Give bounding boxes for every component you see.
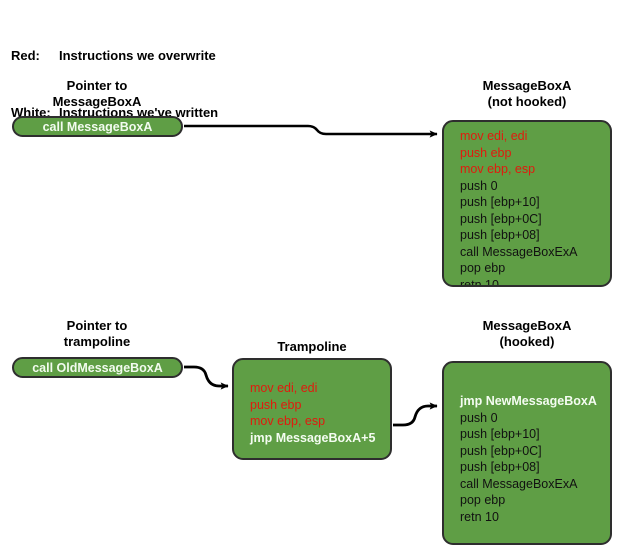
trampoline-box: mov edi, edi push ebp mov ebp, esp jmp M… (232, 358, 392, 460)
trampoline-caption: Trampoline (232, 339, 392, 355)
code-line: push [ebp+0C] (460, 443, 542, 458)
arrow-pointer-to-messageboxa (184, 124, 438, 138)
messageboxa-hooked-code: jmp NewMessageBoxA push 0 push [ebp+10] … (460, 393, 606, 525)
pointer-pill-label: call MessageBoxA (42, 119, 153, 134)
code-line: call MessageBoxExA (460, 244, 578, 259)
code-line: retn 10 (460, 277, 499, 287)
code-line: pop ebp (460, 261, 506, 275)
pointer-pill-call-messageboxa[interactable]: call MessageBoxA (12, 116, 183, 137)
code-line: push [ebp+08] (460, 460, 540, 474)
code-line: mov ebp, esp (250, 414, 326, 428)
pointer-to-trampoline-caption: Pointer to trampoline (11, 318, 183, 350)
code-line: push [ebp+10] (460, 195, 540, 209)
code-line: push [ebp+0C] (460, 211, 542, 226)
legend-text-red: Instructions we overwrite (59, 48, 216, 63)
code-line: push 0 (460, 410, 498, 425)
trampoline-code: mov edi, edi push ebp mov ebp, esp jmp M… (250, 380, 386, 446)
pointer-caption-line2: MessageBoxA (52, 94, 142, 109)
code-line: push [ebp+08] (460, 228, 540, 242)
arrow-pointer-to-trampoline (184, 365, 229, 390)
pointer-pill-call-oldmessageboxa[interactable]: call OldMessageBoxA (12, 357, 183, 378)
pointer-caption-line1: Pointer to (66, 78, 128, 93)
code-line: push [ebp+10] (460, 427, 540, 441)
trampoline-pointer-caption-line2: trampoline (63, 334, 131, 349)
pointer-to-messageboxa-caption: Pointer to MessageBoxA (11, 78, 183, 110)
messageboxa-hooked-box: jmp NewMessageBoxA push 0 push [ebp+10] … (442, 361, 612, 545)
code-line: jmp NewMessageBoxA (460, 394, 597, 408)
target-caption-line2: (not hooked) (487, 94, 567, 109)
code-line: push ebp (460, 145, 512, 160)
arrow-trampoline-to-hooked (393, 402, 438, 427)
code-line: retn 10 (460, 509, 499, 524)
trampoline-caption-line1: Trampoline (277, 339, 347, 354)
code-line: mov ebp, esp (460, 162, 536, 176)
trampoline-pointer-caption-line1: Pointer to (66, 318, 128, 333)
hooked-caption-line2: (hooked) (499, 334, 555, 349)
messageboxa-not-hooked-box: mov edi, edi push ebp mov ebp, esp push … (442, 120, 612, 287)
code-line: push 0 (460, 178, 498, 193)
messageboxa-not-hooked-code: mov edi, edi push ebp mov ebp, esp push … (460, 128, 606, 287)
code-line: call MessageBoxExA (460, 476, 578, 491)
target-caption-line1: MessageBoxA (482, 78, 572, 93)
legend-row-red: Red: Instructions we overwrite (11, 46, 218, 65)
legend-key-red: Red: (11, 48, 40, 63)
code-line: jmp MessageBoxA+5 (250, 430, 376, 445)
code-line: mov edi, edi (250, 381, 318, 395)
trampoline-pointer-pill-label: call OldMessageBoxA (32, 360, 163, 375)
code-line: mov edi, edi (460, 129, 528, 143)
hooked-caption-line1: MessageBoxA (482, 318, 572, 333)
messageboxa-hooked-caption: MessageBoxA (hooked) (442, 318, 612, 350)
code-line: pop ebp (460, 493, 506, 507)
messageboxa-not-hooked-caption: MessageBoxA (not hooked) (442, 78, 612, 110)
code-line: push ebp (250, 397, 302, 412)
